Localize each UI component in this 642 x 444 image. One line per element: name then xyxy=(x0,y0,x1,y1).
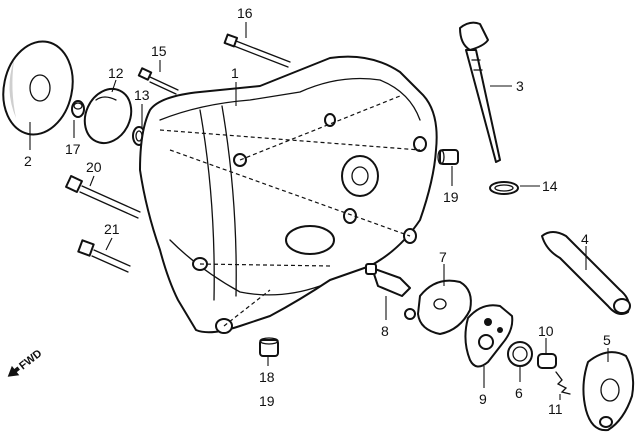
callout-10: 10 xyxy=(538,323,554,339)
callout-20: 20 xyxy=(86,159,102,175)
callout-1: 1 xyxy=(231,65,239,81)
callout-12: 12 xyxy=(108,65,124,81)
callout-5: 5 xyxy=(603,332,611,348)
part-2-cover-disc xyxy=(2,40,74,136)
part-8-shaft xyxy=(365,263,411,297)
callout-19-lower: 19 xyxy=(259,393,275,409)
callout-6: 6 xyxy=(515,385,523,401)
part-5-pump-body xyxy=(582,351,635,432)
callout-11: 11 xyxy=(548,401,563,417)
fwd-label: FWD xyxy=(17,347,44,372)
callout-8: 8 xyxy=(381,323,389,339)
callout-13: 13 xyxy=(134,87,150,103)
callout-9: 9 xyxy=(479,391,487,407)
callout-2: 2 xyxy=(24,153,32,169)
callout-14: 14 xyxy=(542,178,558,194)
callout-3: 3 xyxy=(516,78,524,94)
part-15-bolt xyxy=(137,67,179,95)
part-17-grommet xyxy=(71,100,85,118)
callout-4: 4 xyxy=(581,231,589,247)
part-6-oil-seal xyxy=(507,341,533,367)
callout-15: 15 xyxy=(151,43,167,59)
callout-19-upper: 19 xyxy=(443,189,459,205)
fwd-direction-indicator: FWD xyxy=(7,347,44,377)
callout-17: 17 xyxy=(65,141,81,157)
part-1-crankcase-cover xyxy=(139,55,438,334)
part-21-bolt xyxy=(77,239,131,273)
part-3-oil-filler-cap xyxy=(459,21,501,163)
leader-lines xyxy=(29,22,609,400)
part-11-spring xyxy=(555,371,571,395)
part-9-bracket xyxy=(464,304,514,368)
part-20-bolt xyxy=(65,175,141,219)
part-4-lever xyxy=(541,231,631,315)
callout-16: 16 xyxy=(237,5,253,21)
part-14-o-ring xyxy=(489,181,519,195)
callout-21: 21 xyxy=(104,221,120,237)
part-16-bolt xyxy=(223,33,291,68)
part-7-plate xyxy=(404,279,472,335)
callout-7: 7 xyxy=(439,249,447,265)
part-12-cap xyxy=(83,87,133,145)
part-18-dowel-lower xyxy=(259,337,279,357)
part-10-collar xyxy=(537,353,557,369)
fwd-arrow-icon xyxy=(7,365,20,377)
part-19-dowel-upper xyxy=(437,149,459,165)
callout-18: 18 xyxy=(259,369,275,385)
